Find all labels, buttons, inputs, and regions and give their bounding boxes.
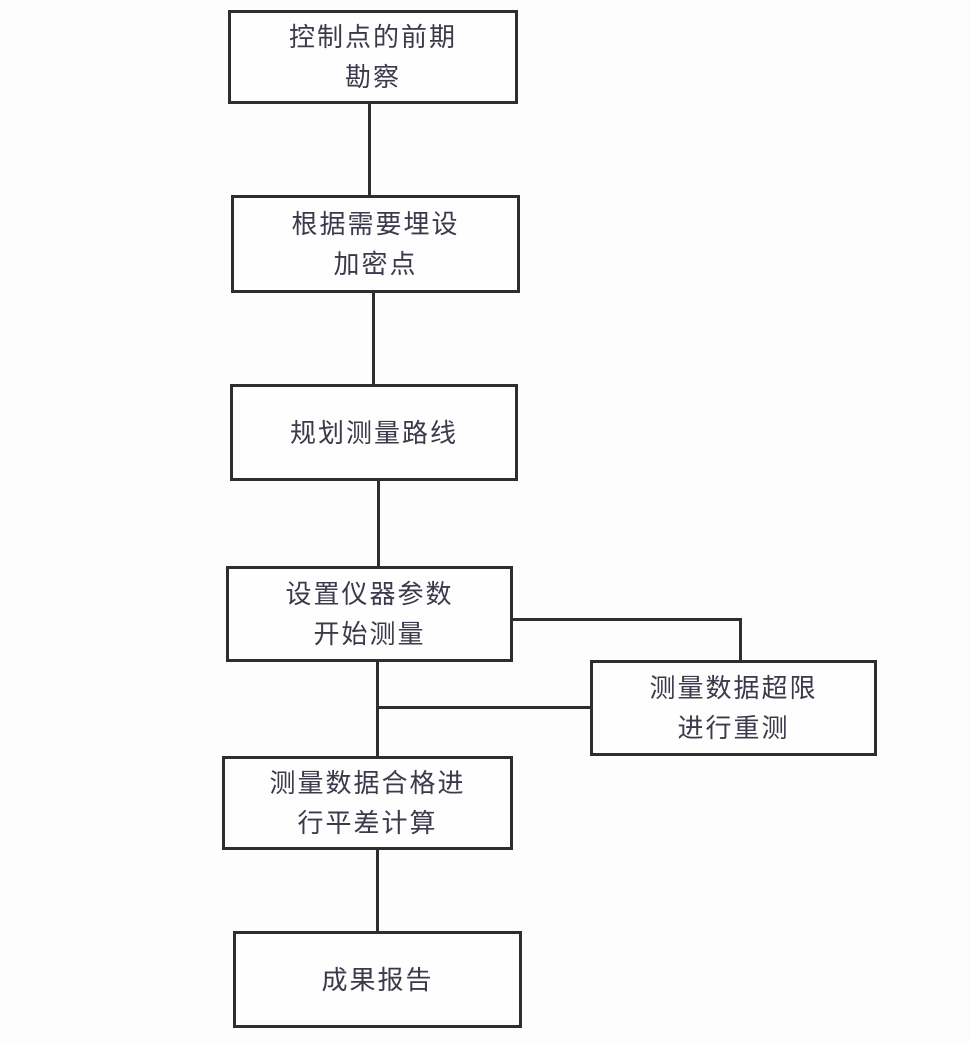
flow-node-measure: 设置仪器参数 开始测量 [226, 566, 513, 662]
flow-node-label-line: 行平差计算 [297, 808, 438, 838]
flow-node-label-line: 勘察 [344, 62, 401, 92]
flow-node-densify: 根据需要埋设 加密点 [231, 195, 520, 293]
flow-node-label-line: 规划测量路线 [289, 417, 458, 448]
flow-node-label-line: 加密点 [333, 249, 418, 279]
flow-node-label-line: 测量数据合格进 [269, 768, 466, 798]
flow-node-route: 规划测量路线 [230, 384, 518, 481]
connector-survey-densify [368, 104, 371, 196]
flow-node-label-line: 进行重测 [677, 713, 790, 743]
connector-measure-retest-horizontal [513, 618, 742, 621]
connector-densify-route [372, 293, 375, 385]
flow-node-label-line: 根据需要埋设 [291, 209, 460, 239]
connector-route-measure [377, 480, 380, 567]
connector-adjust-report [376, 850, 379, 932]
flow-node-label-line: 设置仪器参数 [285, 579, 454, 609]
connector-measure-retest-vertical [739, 618, 742, 661]
flow-node-adjust: 测量数据合格进 行平差计算 [222, 756, 513, 850]
flow-node-label-line: 成果报告 [321, 964, 434, 995]
flow-node-retest: 测量数据超限 进行重测 [590, 660, 877, 756]
flow-node-label-line: 测量数据超限 [649, 673, 818, 703]
flow-node-report: 成果报告 [233, 931, 522, 1028]
flow-node-label-line: 控制点的前期 [288, 22, 457, 52]
flow-node-label-line: 开始测量 [313, 619, 426, 649]
connector-measure-adjust [376, 662, 379, 757]
flow-node-survey: 控制点的前期 勘察 [228, 10, 518, 104]
connector-retest-return [376, 706, 591, 709]
